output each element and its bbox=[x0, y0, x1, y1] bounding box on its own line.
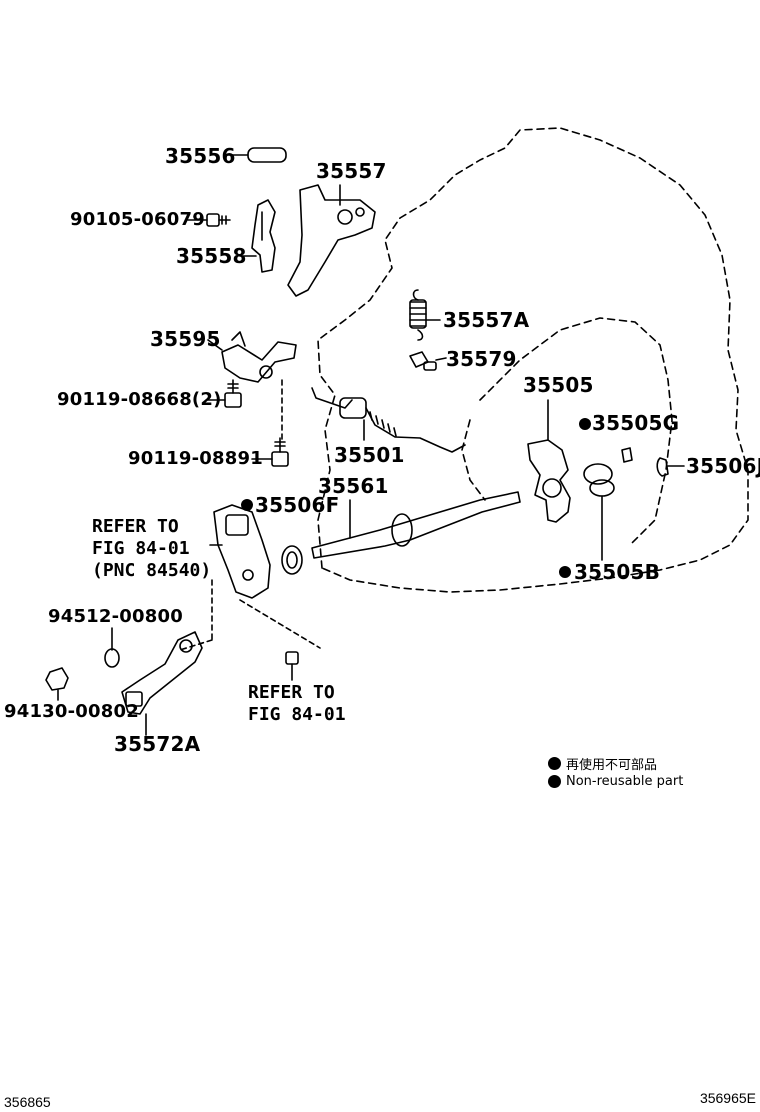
label-35579: 35579 bbox=[446, 347, 517, 371]
label-35505b: 35505B bbox=[574, 560, 661, 584]
label-35506j: 35506J bbox=[686, 454, 760, 478]
bolt-90105-06079 bbox=[187, 213, 231, 227]
lever-35557 bbox=[287, 184, 376, 297]
bolt-90119-08891 bbox=[251, 437, 289, 467]
nonreusable-dot-icon bbox=[548, 757, 561, 770]
refer-note-line: REFER TO bbox=[92, 516, 179, 537]
bracket-35558 bbox=[239, 199, 276, 273]
nonreusable-marker-35506f bbox=[241, 499, 253, 511]
label-35558: 35558 bbox=[176, 244, 247, 268]
washer-94512 bbox=[104, 627, 120, 668]
spring-35557a bbox=[409, 289, 441, 341]
label-94130-00802: 94130-00802 bbox=[4, 701, 139, 722]
bushing-35505b bbox=[583, 463, 615, 561]
housing-inner-outline bbox=[479, 317, 673, 546]
label-35505g: 35505G bbox=[592, 411, 680, 435]
pin-35505g bbox=[621, 447, 633, 463]
refer-note-line: (PNC 84540) bbox=[92, 560, 212, 581]
shaft-35561 bbox=[311, 491, 521, 559]
label-35556: 35556 bbox=[165, 144, 236, 168]
label-90105-06079: 90105-06079 bbox=[70, 209, 205, 230]
footer-right-id: 356965E bbox=[699, 1090, 756, 1106]
label-90119-08668: 90119-08668(2) bbox=[57, 389, 222, 410]
transmission-housing-outline bbox=[317, 127, 749, 593]
seal-35506f bbox=[281, 545, 303, 575]
lever-35505 bbox=[527, 399, 571, 523]
nonreusable-dot-icon bbox=[548, 775, 561, 788]
label-35595: 35595 bbox=[150, 327, 221, 351]
housing-lower-edge bbox=[461, 419, 486, 501]
pin-35556 bbox=[227, 147, 287, 163]
refer-note-switch: REFER TO FIG 84-01 (PNC 84540) bbox=[92, 516, 211, 582]
bolt-90119-08668 bbox=[207, 379, 242, 408]
label-94512-00800: 94512-00800 bbox=[48, 606, 183, 627]
refer-note-bolt: REFER TO FIG 84-01 bbox=[248, 682, 346, 726]
label-35561: 35561 bbox=[318, 474, 389, 498]
label-35505: 35505 bbox=[523, 373, 594, 397]
refer-note-line: FIG 84-01 bbox=[92, 538, 190, 559]
label-35572a: 35572A bbox=[114, 732, 201, 756]
bolt-refer-fig bbox=[285, 651, 299, 681]
plug-35579 bbox=[409, 351, 447, 371]
legend-en: Non-reusable part bbox=[548, 774, 683, 789]
neutral-start-switch bbox=[209, 504, 271, 599]
label-35557: 35557 bbox=[316, 159, 387, 183]
clip-35506j bbox=[656, 457, 685, 477]
legend-jp-text: 再使用不可部品 bbox=[566, 758, 658, 773]
label-35501: 35501 bbox=[334, 443, 405, 467]
legend-jp: 再使用不可部品 bbox=[548, 754, 657, 773]
legend-en-text: Non-reusable part bbox=[566, 774, 684, 789]
label-90119-08891: 90119-08891 bbox=[128, 448, 263, 469]
label-35506f: 35506F bbox=[255, 493, 340, 517]
lever-35572a bbox=[121, 631, 203, 736]
bracket-35595 bbox=[207, 331, 297, 383]
refer-note-line: FIG 84-01 bbox=[248, 704, 346, 725]
footer-left-id: 356865 bbox=[4, 1094, 51, 1110]
nonreusable-marker-35505g bbox=[579, 418, 591, 430]
refer-note-line: REFER TO bbox=[248, 682, 335, 703]
nut-94130 bbox=[45, 667, 69, 701]
label-35557a: 35557A bbox=[443, 308, 530, 332]
cable-35501 bbox=[311, 387, 466, 453]
nonreusable-marker-35505b bbox=[559, 566, 571, 578]
